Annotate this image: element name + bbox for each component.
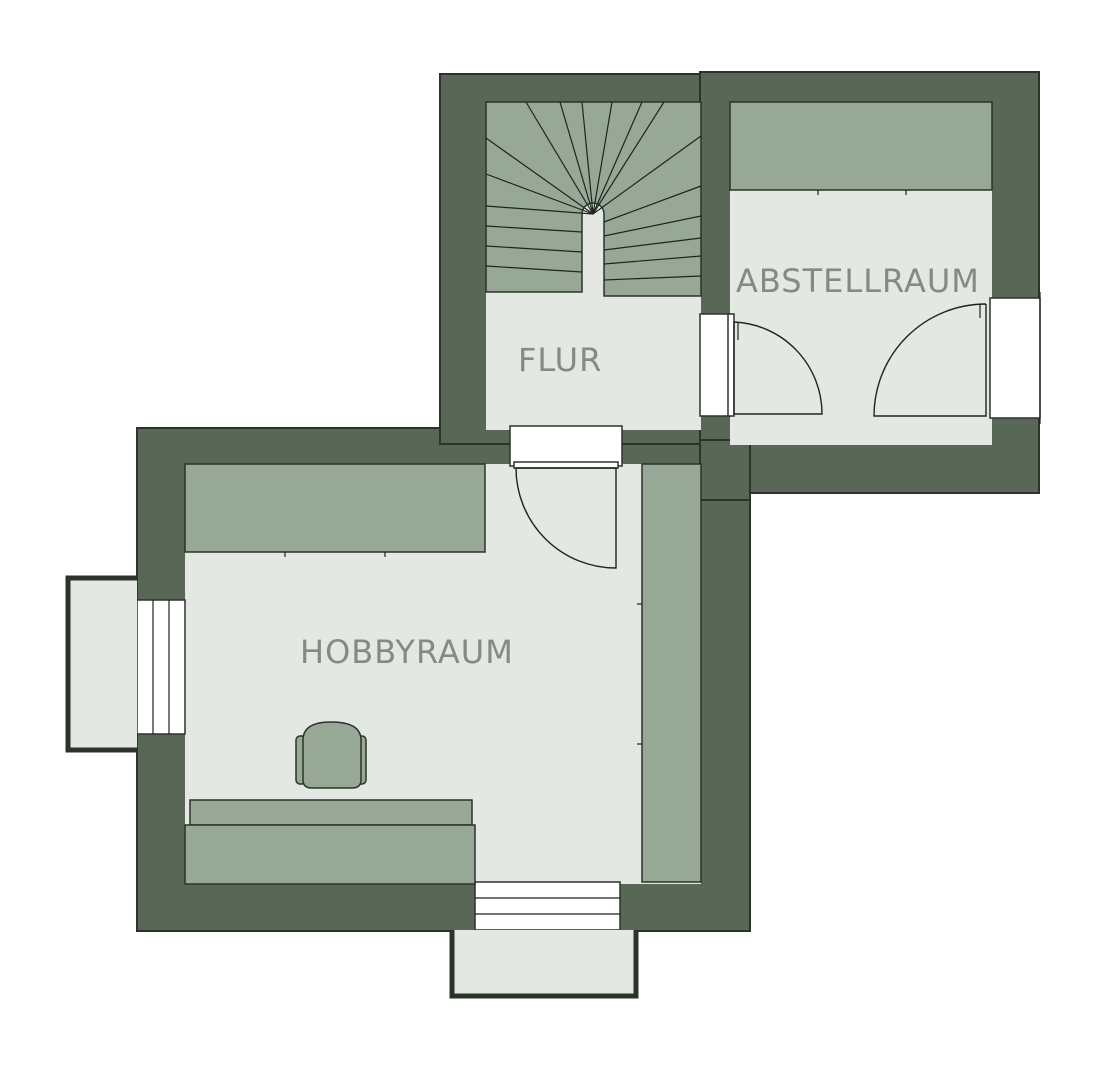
- door-swing-hobbyraum: [515, 467, 617, 569]
- abstellraum-east-opening: [989, 297, 1041, 419]
- hobbyraum-desk: [184, 824, 476, 885]
- hobbyraum-desk-top: [189, 799, 473, 826]
- door-opening-flur-hobbyraum: [509, 425, 623, 467]
- room-label-hobbyraum: HOBBYRAUM: [300, 633, 514, 671]
- stair-treads: [485, 101, 702, 281]
- desk-chair: [295, 721, 367, 789]
- abstellraum-shelf: [729, 101, 993, 191]
- hobbyraum-south-window: [474, 881, 621, 931]
- hobbyraum-top-cabinet: [184, 463, 486, 553]
- staircase: [485, 101, 702, 297]
- room-label-flur: FLUR: [518, 341, 602, 379]
- door-swing-abstellraum-east: [873, 303, 987, 417]
- hobbyraum-west-window: [136, 599, 186, 735]
- hobbyraum-wardrobe: [641, 463, 702, 883]
- door-opening-flur-abstellraum: [699, 313, 731, 417]
- room-label-abstellraum: ABSTELLRAUM: [736, 262, 980, 300]
- connector-wall: [699, 439, 751, 501]
- door-swing-abstellraum: [733, 321, 823, 415]
